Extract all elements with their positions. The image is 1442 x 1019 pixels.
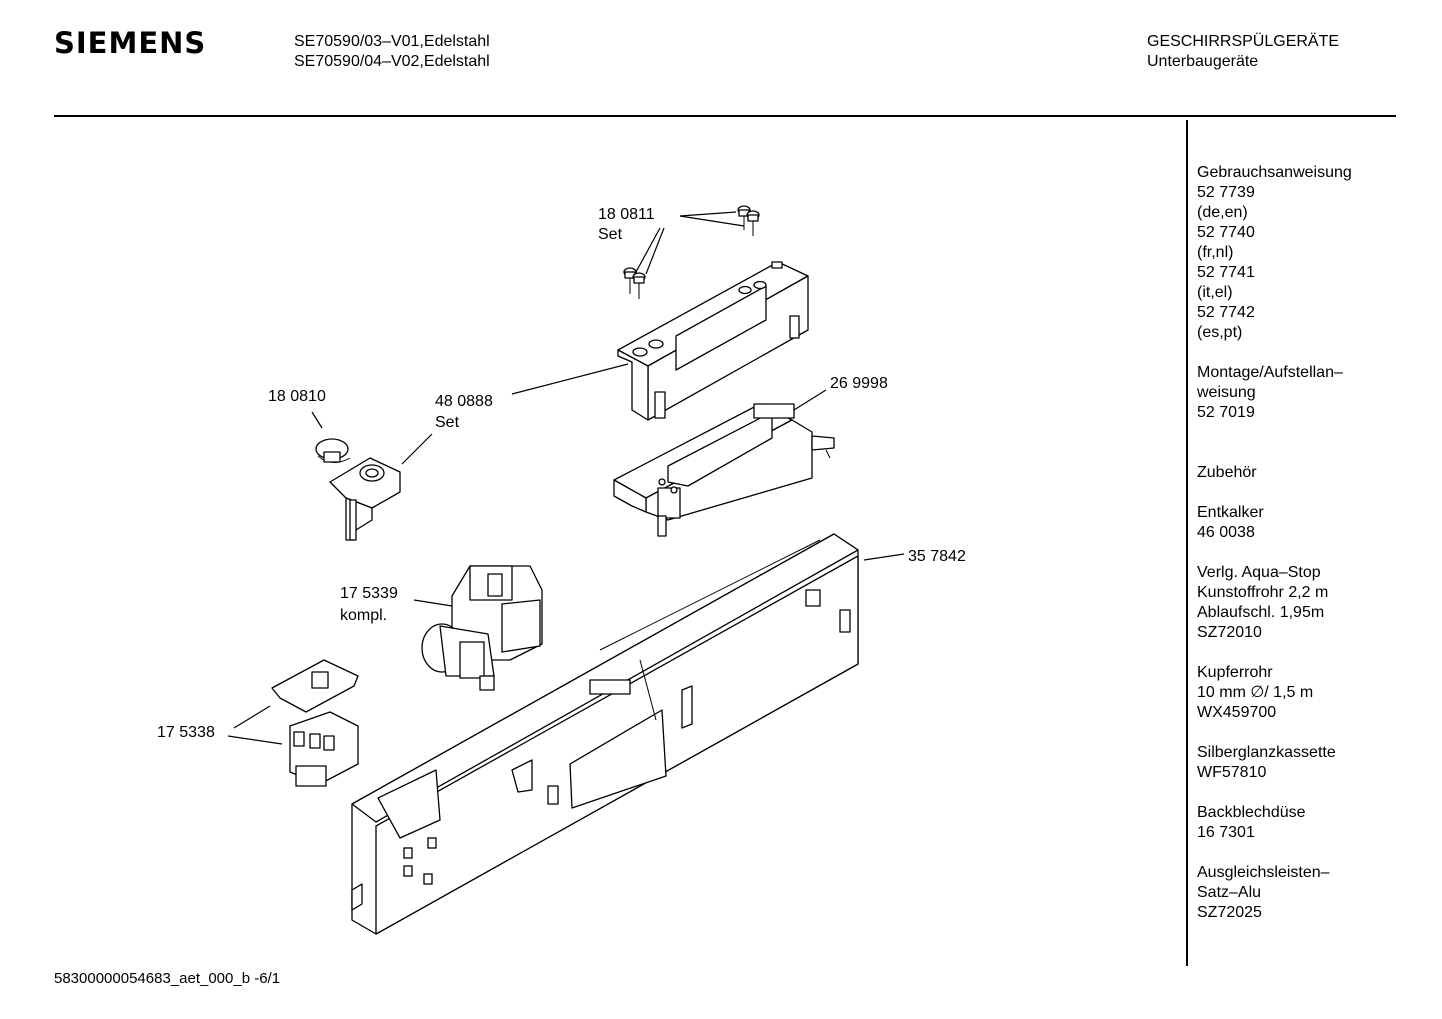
sidebar-line: 10 mm ∅/ 1,5 m — [1197, 684, 1314, 701]
sidebar-line: Satz–Alu — [1197, 884, 1262, 901]
sidebar-group: Gebrauchsanweisung 52 7739 (de,en) 52 7740 (… — [1197, 163, 1437, 343]
part-number-357842: 35 7842 — [908, 548, 966, 565]
relay-drawing — [271, 659, 359, 787]
sidebar-line: (es,pt) — [1197, 324, 1243, 341]
sidebar-line: 52 7741 — [1197, 264, 1255, 281]
part-number-175338: 17 5338 — [157, 724, 215, 741]
sidebar-line: (it,el) — [1197, 284, 1233, 301]
header-divider — [54, 115, 1396, 117]
sidebar-line: (fr,nl) — [1197, 244, 1234, 261]
sidebar-line: 52 7740 — [1197, 224, 1255, 241]
sidebar-line: 52 7019 — [1197, 404, 1255, 421]
bracket-drawing — [329, 457, 401, 541]
sidebar-line: 46 0038 — [1197, 524, 1255, 541]
sidebar-line: (de,en) — [1197, 204, 1248, 221]
product-category: GESCHIRRSPÜLGERÄTE Unterbaugeräte — [1147, 32, 1339, 72]
sidebar-group: Kupferrohr 10 mm ∅/ 1,5 m WX459700 — [1197, 663, 1437, 723]
part-sub-180811: Set — [598, 226, 623, 243]
sidebar-line: WF57810 — [1197, 764, 1267, 781]
sidebar-line: Gebrauchsanweisung — [1197, 164, 1352, 181]
sidebar-line: Verlg. Aqua–Stop — [1197, 564, 1321, 581]
sidebar-line: weisung — [1197, 384, 1256, 401]
accessories-sidebar: Gebrauchsanweisung 52 7739 (de,en) 52 7740 (… — [1197, 163, 1437, 943]
sidebar-line: SZ72010 — [1197, 624, 1262, 641]
clip-drawing — [315, 438, 351, 463]
model-line: SE70590/04–V02,Edelstahl — [294, 53, 490, 70]
siemens-logo: SIEMENS — [54, 26, 207, 60]
sidebar-line: 52 7742 — [1197, 304, 1255, 321]
leader-lines — [227, 211, 905, 745]
document-code: 58300000054683_aet_000_b -6/1 — [54, 970, 281, 987]
control-module-set-drawing — [617, 261, 809, 421]
part-sub-480888: Set — [435, 414, 460, 431]
sidebar-line: Kunstoffrohr 2,2 m — [1197, 584, 1329, 601]
electronic-module-drawing — [613, 403, 835, 537]
model-numbers: SE70590/03–V01,Edelstahl SE70590/04–V02,… — [294, 32, 490, 72]
sidebar-line: 52 7739 — [1197, 184, 1255, 201]
sidebar-line: SZ72025 — [1197, 904, 1262, 921]
sidebar-group: Montage/Aufstellan– weisung 52 7019 — [1197, 363, 1437, 423]
part-sub-175339: kompl. — [340, 607, 387, 624]
sidebar-line: Ausgleichsleisten– — [1197, 864, 1330, 881]
sidebar-line: 16 7301 — [1197, 824, 1255, 841]
sidebar-divider — [1186, 120, 1188, 966]
exploded-parts-diagram: 18 0811 Set 48 0888 Set 18 0810 26 9998 … — [157, 205, 966, 935]
screw-set-drawing — [623, 205, 760, 299]
model-line: SE70590/03–V01,Edelstahl — [294, 33, 490, 50]
category-title: GESCHIRRSPÜLGERÄTE — [1147, 33, 1340, 50]
part-number-180810: 18 0810 — [268, 388, 326, 405]
sidebar-group: Zubehör — [1197, 443, 1437, 483]
sidebar-line: Entkalker — [1197, 504, 1264, 521]
sidebar-line: Backblechdüse — [1197, 804, 1306, 821]
sidebar-line: Silberglanzkassette — [1197, 744, 1336, 761]
part-number-269998: 26 9998 — [830, 375, 888, 392]
control-panel-housing-drawing — [351, 533, 859, 935]
sidebar-group: Backblechdüse 16 7301 — [1197, 803, 1437, 843]
sidebar-line: Ablaufschl. 1,95m — [1197, 604, 1325, 621]
sidebar-line: Zubehör — [1197, 464, 1257, 481]
part-number-175339: 17 5339 — [340, 585, 398, 602]
sidebar-line: WX459700 — [1197, 704, 1277, 721]
part-number-480888: 48 0888 — [435, 393, 493, 410]
valve-assembly-drawing — [421, 565, 543, 691]
sidebar-group: Entkalker 46 0038 — [1197, 503, 1437, 543]
sidebar-line: Montage/Aufstellan– — [1197, 364, 1343, 381]
sidebar-line: Kupferrohr — [1197, 664, 1273, 681]
part-number-180811: 18 0811 — [598, 206, 655, 223]
category-subtitle: Unterbaugeräte — [1147, 53, 1259, 70]
sidebar-line — [1197, 443, 1437, 463]
